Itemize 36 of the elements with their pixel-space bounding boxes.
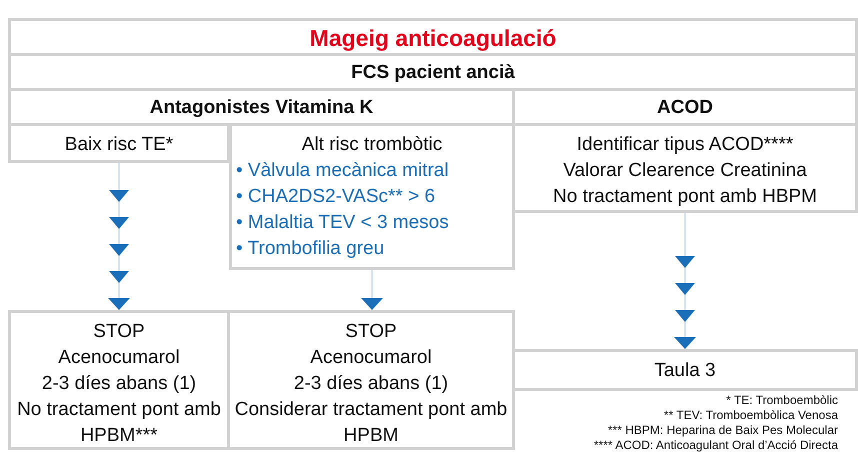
box-text: 2-3 díes abans (1) [40, 372, 198, 396]
header-text: ACOD [656, 96, 714, 120]
header-text: Antagonistes Vitamina K [148, 96, 374, 120]
process-box [512, 123, 858, 213]
header-text: FCS pacient ancià [350, 61, 516, 85]
bullet-item: • Trombofilia greu [235, 237, 386, 261]
header-row [8, 53, 858, 91]
header-row [8, 18, 858, 56]
process-box [8, 123, 230, 163]
footnote: ** TEV: Tromboembòlica Venosa [664, 408, 838, 423]
title-text: Mageig anticoagulació [308, 25, 558, 51]
box-text: STOP [92, 320, 146, 344]
bullet-item: • Malaltia TEV < 3 mesos [235, 211, 450, 235]
footnote: *** HBPM: Heparina de Baix Pes Molecular [608, 423, 838, 438]
process-box [512, 349, 858, 391]
box-text: 2-3 díes abans (1) [292, 372, 450, 396]
chevron-arrow [674, 212, 696, 350]
box-text: No tractament pont amb HPBM*** [16, 398, 222, 448]
box-text: Baix risc TE* [64, 133, 174, 157]
process-box [8, 310, 230, 450]
box-text: Acenocumarol [309, 346, 433, 370]
footnote: * TE: Tromboembòlic [726, 393, 838, 408]
box-text: Alt risc trombòtic [300, 133, 444, 157]
box-text: No tractament pont amb HBPM [552, 185, 818, 209]
process-box [229, 123, 515, 270]
bullet-item: • Vàlvula mecànica mitral [235, 159, 450, 183]
box-text: STOP [344, 320, 398, 344]
bullet-item: • CHA2DS2-VASc** > 6 [235, 185, 436, 209]
box-text: Valorar Clearence Creatinina [562, 159, 808, 183]
chevron-arrow [108, 162, 130, 310]
box-text: Acenocumarol [57, 346, 181, 370]
box-text: Identificar tipus ACOD**** [576, 133, 794, 157]
box-text: Taula 3 [653, 359, 717, 383]
box-text: Considerar tractament pont amb HPBM [234, 398, 508, 448]
footnote: **** ACOD: Anticoagulant Oral d’Acció Directa [594, 438, 838, 453]
process-box [227, 310, 515, 450]
